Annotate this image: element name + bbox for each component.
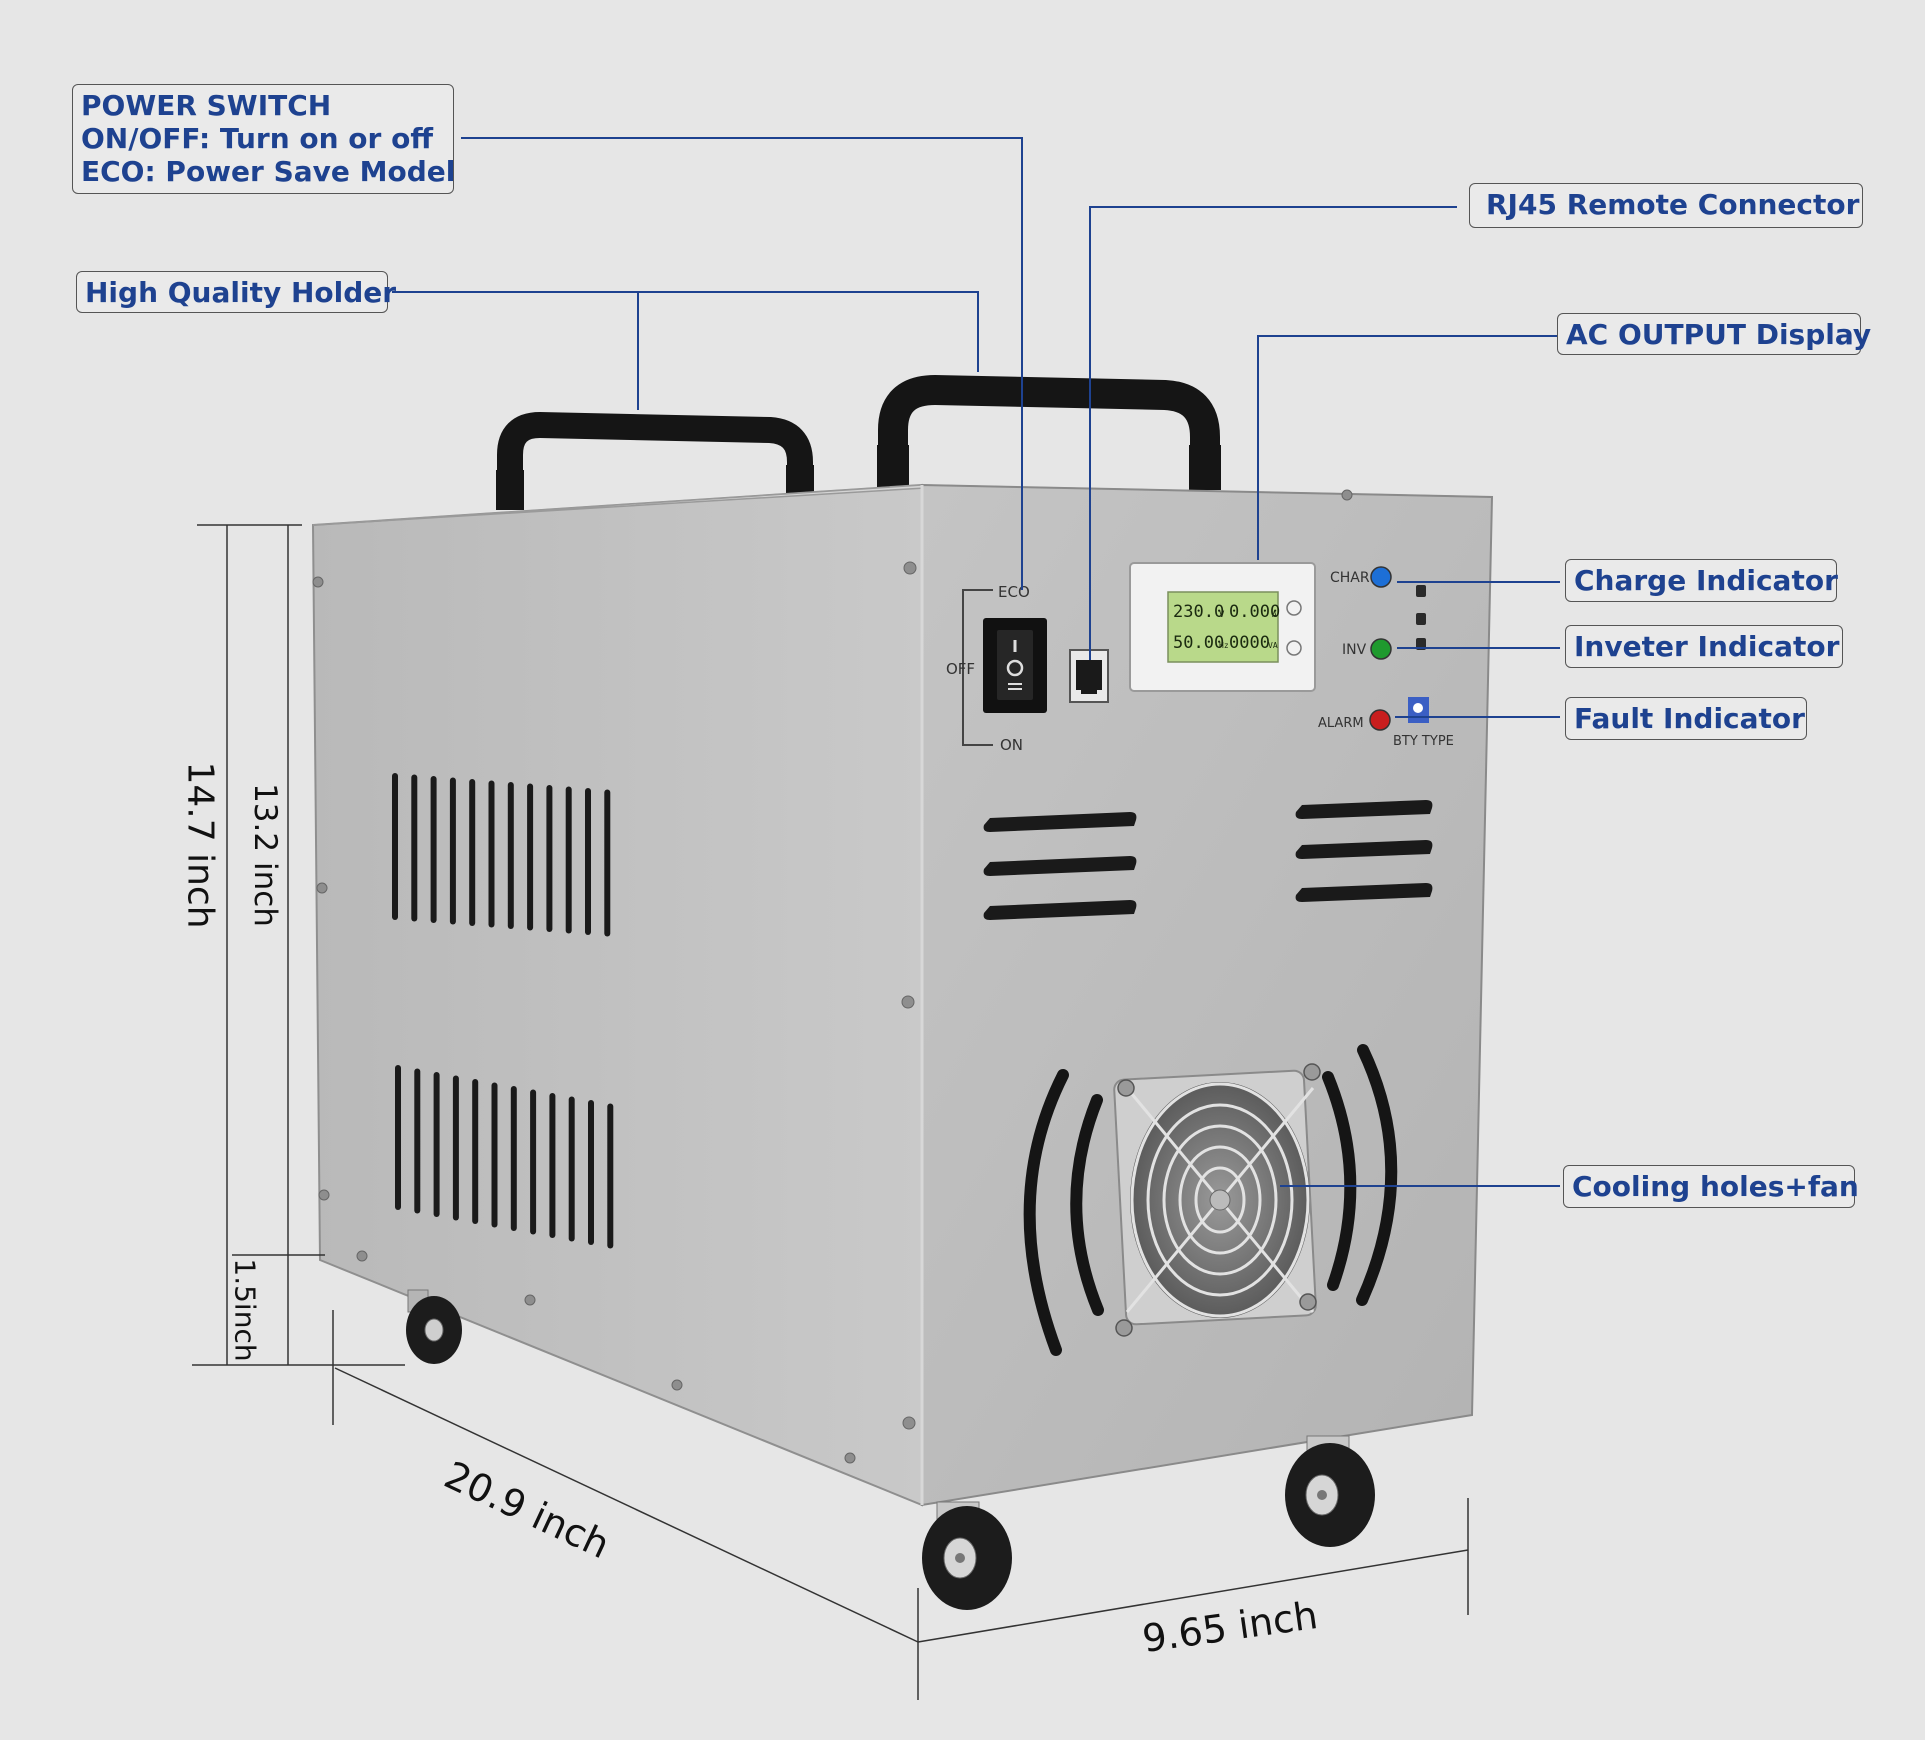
inverter-callout: Inveter Indicator	[1565, 625, 1843, 668]
vent-slot	[488, 780, 495, 928]
vent-slot	[510, 1086, 517, 1231]
wheel-rear-left	[406, 1289, 462, 1364]
ac-display-leader	[1257, 335, 1557, 560]
vent-slot	[433, 1072, 440, 1217]
power-switch	[962, 589, 1047, 746]
lcd-current-unit: A	[1272, 610, 1277, 619]
wheel-height-label: 1.5inch	[228, 1258, 262, 1362]
front-vent-right	[1295, 800, 1433, 902]
vent-slot	[392, 773, 398, 920]
vent-slot	[565, 786, 572, 934]
rj45-port	[1069, 649, 1109, 703]
lcd-frequency: 50.00	[1173, 633, 1224, 653]
vent-slot	[568, 1096, 575, 1242]
lcd-screen	[1167, 591, 1279, 663]
battery-type-selector	[1408, 697, 1429, 723]
ac-display-callout: AC OUTPUT Display	[1557, 313, 1871, 355]
power-switch-eco: ECO: Power Save Model	[81, 155, 456, 188]
power-switch-callout: POWER SWITCH ON/OFF: Turn on or off ECO:…	[72, 84, 456, 194]
rear-handle	[496, 412, 814, 510]
vent-slot	[469, 779, 476, 926]
side-screws	[312, 561, 917, 1464]
vent-slot	[507, 782, 514, 929]
vent-slot	[430, 776, 437, 923]
holder-leader-front	[392, 291, 979, 372]
charge-callout: Charge Indicator	[1565, 559, 1838, 602]
lcd-power: 0000	[1229, 633, 1270, 653]
bty-type-label: BTY TYPE	[1393, 734, 1454, 749]
vent-slot	[449, 777, 456, 925]
rj45-leader	[1089, 206, 1457, 660]
inv-label: INV	[1342, 642, 1367, 658]
side-panel	[311, 483, 923, 1507]
cooling-callout: Cooling holes+fan	[1563, 1165, 1859, 1208]
vent-slot	[395, 1065, 401, 1210]
vent-slot	[585, 788, 591, 935]
leader-lines	[392, 137, 1560, 1187]
vent-slot	[588, 1100, 594, 1245]
side-vent-lower	[395, 1065, 614, 1249]
vent-slot	[530, 1089, 537, 1235]
dip-switches	[1416, 585, 1426, 650]
body-height-label: 13.2 inch	[247, 783, 283, 927]
inverter-led	[1370, 638, 1392, 660]
charge-led	[1370, 566, 1392, 588]
power-switch-leader	[461, 137, 1023, 590]
holder-callout: High Quality Holder	[76, 271, 396, 313]
total-height-label: 14.7 inch	[179, 761, 221, 929]
vent-slot	[549, 1093, 556, 1238]
vent-slot	[546, 785, 553, 932]
vent-slot	[604, 789, 611, 937]
vent-slot	[491, 1082, 498, 1228]
wheel-front-right	[1285, 1435, 1375, 1547]
rj45-callout: RJ45 Remote Connector	[1469, 183, 1863, 228]
cooling-holes	[1023, 1044, 1398, 1356]
lcd-current: 0.000	[1229, 602, 1280, 622]
front-handle	[877, 375, 1221, 490]
vent-slot	[527, 783, 534, 931]
vent-slot	[452, 1075, 459, 1221]
power-switch-title: POWER SWITCH	[81, 89, 332, 122]
front-screws	[1341, 489, 1353, 501]
ac-output-display	[1129, 562, 1316, 692]
off-label: OFF	[946, 660, 975, 678]
side-vent-upper	[392, 773, 611, 937]
cooling-fan	[1113, 1063, 1321, 1337]
char-label: CHAR	[1330, 570, 1370, 586]
dimension-lines	[192, 524, 1469, 1700]
alarm-label: ALARM	[1318, 716, 1364, 731]
lcd-voltage-unit: V	[1219, 610, 1225, 620]
eco-label: ECO	[998, 583, 1030, 601]
alarm-led	[1369, 709, 1391, 731]
on-label: ON	[1000, 736, 1023, 754]
vent-slot	[411, 774, 418, 922]
power-switch-onoff: ON/OFF: Turn on or off	[81, 122, 434, 155]
wheel-front-left	[922, 1501, 1012, 1610]
lcd-voltage: 230.0	[1173, 602, 1224, 622]
vent-slot	[607, 1103, 614, 1249]
lcd-frequency-unit: Hz	[1219, 641, 1229, 650]
lcd-power-unit: VA	[1268, 641, 1278, 650]
vent-slot	[414, 1068, 421, 1214]
front-vent-left	[983, 812, 1137, 920]
vent-slot	[472, 1079, 479, 1224]
fault-callout: Fault Indicator	[1565, 697, 1807, 740]
